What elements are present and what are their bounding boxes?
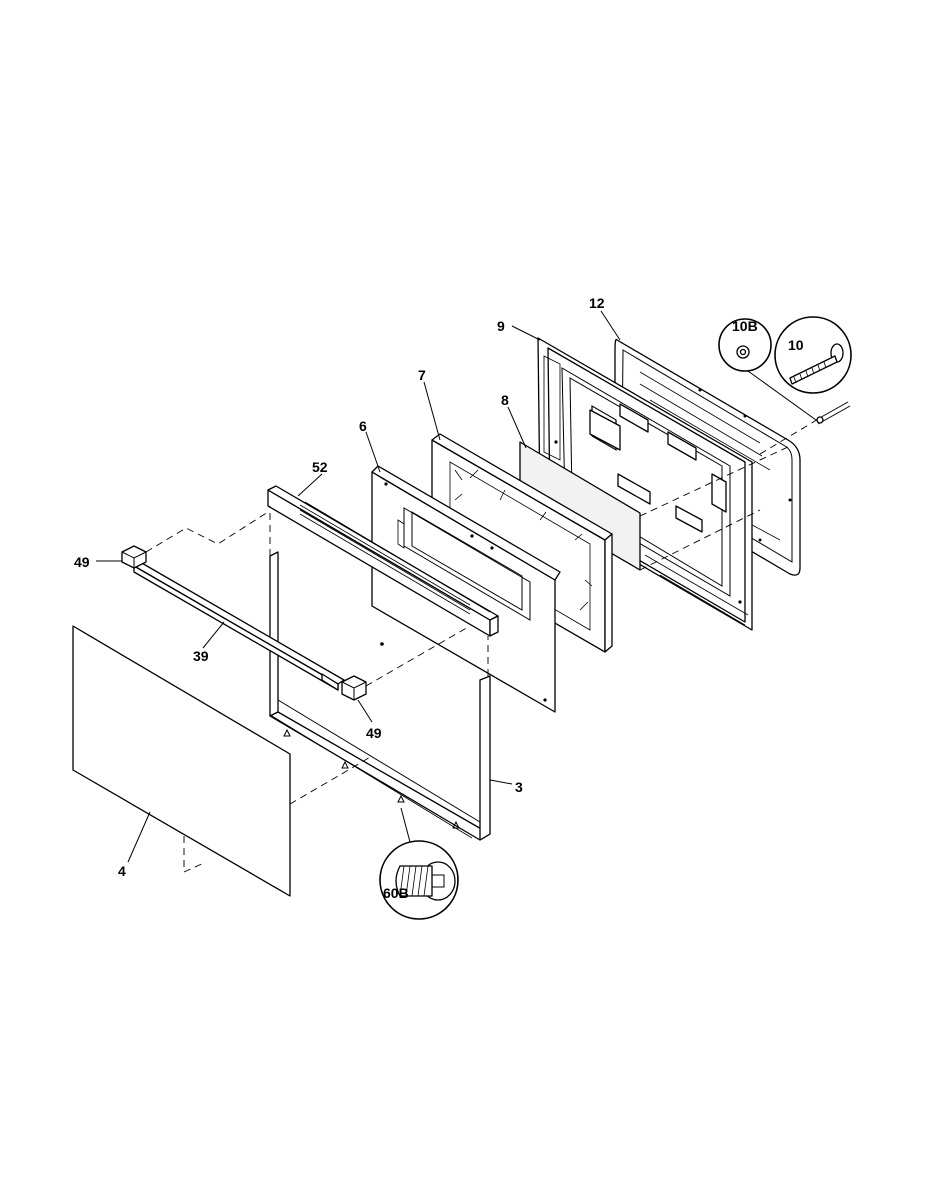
- label-3: 3: [515, 779, 523, 795]
- part-39-trim-bar: [133, 561, 345, 691]
- label-60b: 60B: [383, 885, 409, 901]
- label-4: 4: [118, 863, 126, 879]
- part-7-insulation: [431, 433, 613, 653]
- frame-screws: [283, 728, 460, 829]
- label-49-right: 49: [366, 725, 382, 741]
- assembly-lines: [145, 417, 821, 873]
- label-6: 6: [359, 418, 367, 434]
- part-labels: 3 4 6 7 8 9 10 10B 12 39 49 49 52 60B: [74, 295, 804, 901]
- part-6-inner-frame: [371, 465, 561, 713]
- callout-10: [774, 316, 852, 394]
- part-52-top-rail: [267, 485, 499, 637]
- part-49-end-cap-left: [121, 545, 147, 569]
- label-49-left: 49: [74, 554, 90, 570]
- label-12: 12: [589, 295, 605, 311]
- label-10b: 10B: [732, 318, 758, 334]
- label-52: 52: [312, 459, 328, 475]
- leader-lines: [96, 310, 621, 863]
- label-10: 10: [788, 337, 804, 353]
- part-49-end-cap-right: [341, 675, 367, 701]
- label-39: 39: [193, 648, 209, 664]
- label-7: 7: [418, 367, 426, 383]
- label-9: 9: [497, 318, 505, 334]
- callout-60b: [379, 807, 459, 920]
- part-10-hinge-screw: [815, 401, 851, 425]
- part-3-door-trim: [269, 551, 491, 841]
- part-9-inner-door-liner: [537, 337, 753, 631]
- part-4-outer-glass: [72, 625, 291, 897]
- callout-10b: [718, 318, 817, 421]
- label-8: 8: [501, 392, 509, 408]
